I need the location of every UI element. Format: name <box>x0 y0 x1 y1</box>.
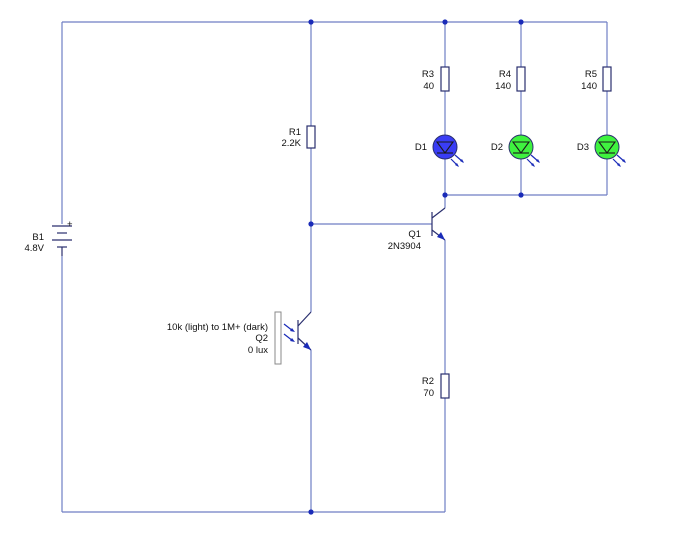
q1-ref-label: Q1 <box>408 229 421 240</box>
resistor-r1: R1 2.2K <box>281 125 316 149</box>
junction-dot <box>442 192 448 198</box>
led-d1: D1 <box>415 134 464 167</box>
junction-dot <box>518 19 524 25</box>
r3-ref-label: R3 <box>422 69 434 80</box>
diode-triangle-icon <box>597 141 617 154</box>
r2-value-label: 70 <box>423 388 434 399</box>
r3-value-label: 40 <box>423 81 434 92</box>
led-d1-body <box>432 134 458 160</box>
light-incident-icon <box>290 328 295 332</box>
resistor-r5: R5 140 <box>581 66 612 92</box>
battery-value-label: 4.8V <box>24 243 44 254</box>
d2-ref-label: D2 <box>491 142 503 153</box>
q2-collector-lead <box>297 311 312 327</box>
diode-triangle-icon <box>435 141 455 154</box>
r4-value-label: 140 <box>495 81 511 92</box>
d1-ref-label: D1 <box>415 142 427 153</box>
r5-value-label: 140 <box>581 81 597 92</box>
led-d2: D2 <box>491 134 540 167</box>
junction-dot <box>518 192 524 198</box>
q2-emitter-arrow-icon <box>303 342 311 350</box>
led-d3-body <box>594 134 620 160</box>
r5-ref-label: R5 <box>585 69 597 80</box>
r1-ref-label: R1 <box>289 127 301 138</box>
junction-dot <box>308 19 314 25</box>
r1-value-label: 2.2K <box>281 138 301 149</box>
wires <box>61 21 608 513</box>
resistor-r4-body <box>516 66 526 92</box>
resistor-r2: R2 70 <box>422 373 450 399</box>
battery-ref-label: B1 <box>32 232 44 243</box>
d3-ref-label: D3 <box>577 142 589 153</box>
q2-value-label: 0 lux <box>248 345 268 356</box>
junction-dot <box>308 509 314 515</box>
r4-ref-label: R4 <box>499 69 511 80</box>
light-emission-icon <box>455 163 459 167</box>
junction-dot <box>442 19 448 25</box>
junction-dot <box>308 221 314 227</box>
light-emission-icon <box>531 163 535 167</box>
q2-ref-label: Q2 <box>255 333 268 344</box>
light-emission-icon <box>460 159 464 163</box>
light-incident-icon <box>290 338 295 342</box>
led-d3: D3 <box>577 134 626 167</box>
battery-polarity-label: + <box>67 219 73 230</box>
q2-light-window <box>274 311 282 365</box>
transistor-q1: Q1 2N3904 <box>388 207 446 252</box>
resistor-r4: R4 140 <box>495 66 526 92</box>
light-emission-icon <box>622 159 626 163</box>
junctions <box>308 19 524 515</box>
battery-b1: + B1 4.8V <box>24 219 73 256</box>
resistor-r1-body <box>306 125 316 149</box>
light-emission-icon <box>617 163 621 167</box>
phototransistor-q2: 10k (light) to 1M+ (dark) Q2 0 lux <box>167 311 312 365</box>
diode-triangle-icon <box>511 141 531 154</box>
q2-desc-label: 10k (light) to 1M+ (dark) <box>167 322 268 333</box>
q1-collector-lead <box>431 207 446 219</box>
r2-ref-label: R2 <box>422 376 434 387</box>
light-emission-icon <box>536 159 540 163</box>
resistor-r3: R3 40 <box>422 66 450 92</box>
resistor-r2-body <box>440 373 450 399</box>
led-d2-body <box>508 134 534 160</box>
q1-value-label: 2N3904 <box>388 241 421 252</box>
resistor-r5-body <box>602 66 612 92</box>
q1-emitter-arrow-icon <box>437 232 445 240</box>
resistor-r3-body <box>440 66 450 92</box>
